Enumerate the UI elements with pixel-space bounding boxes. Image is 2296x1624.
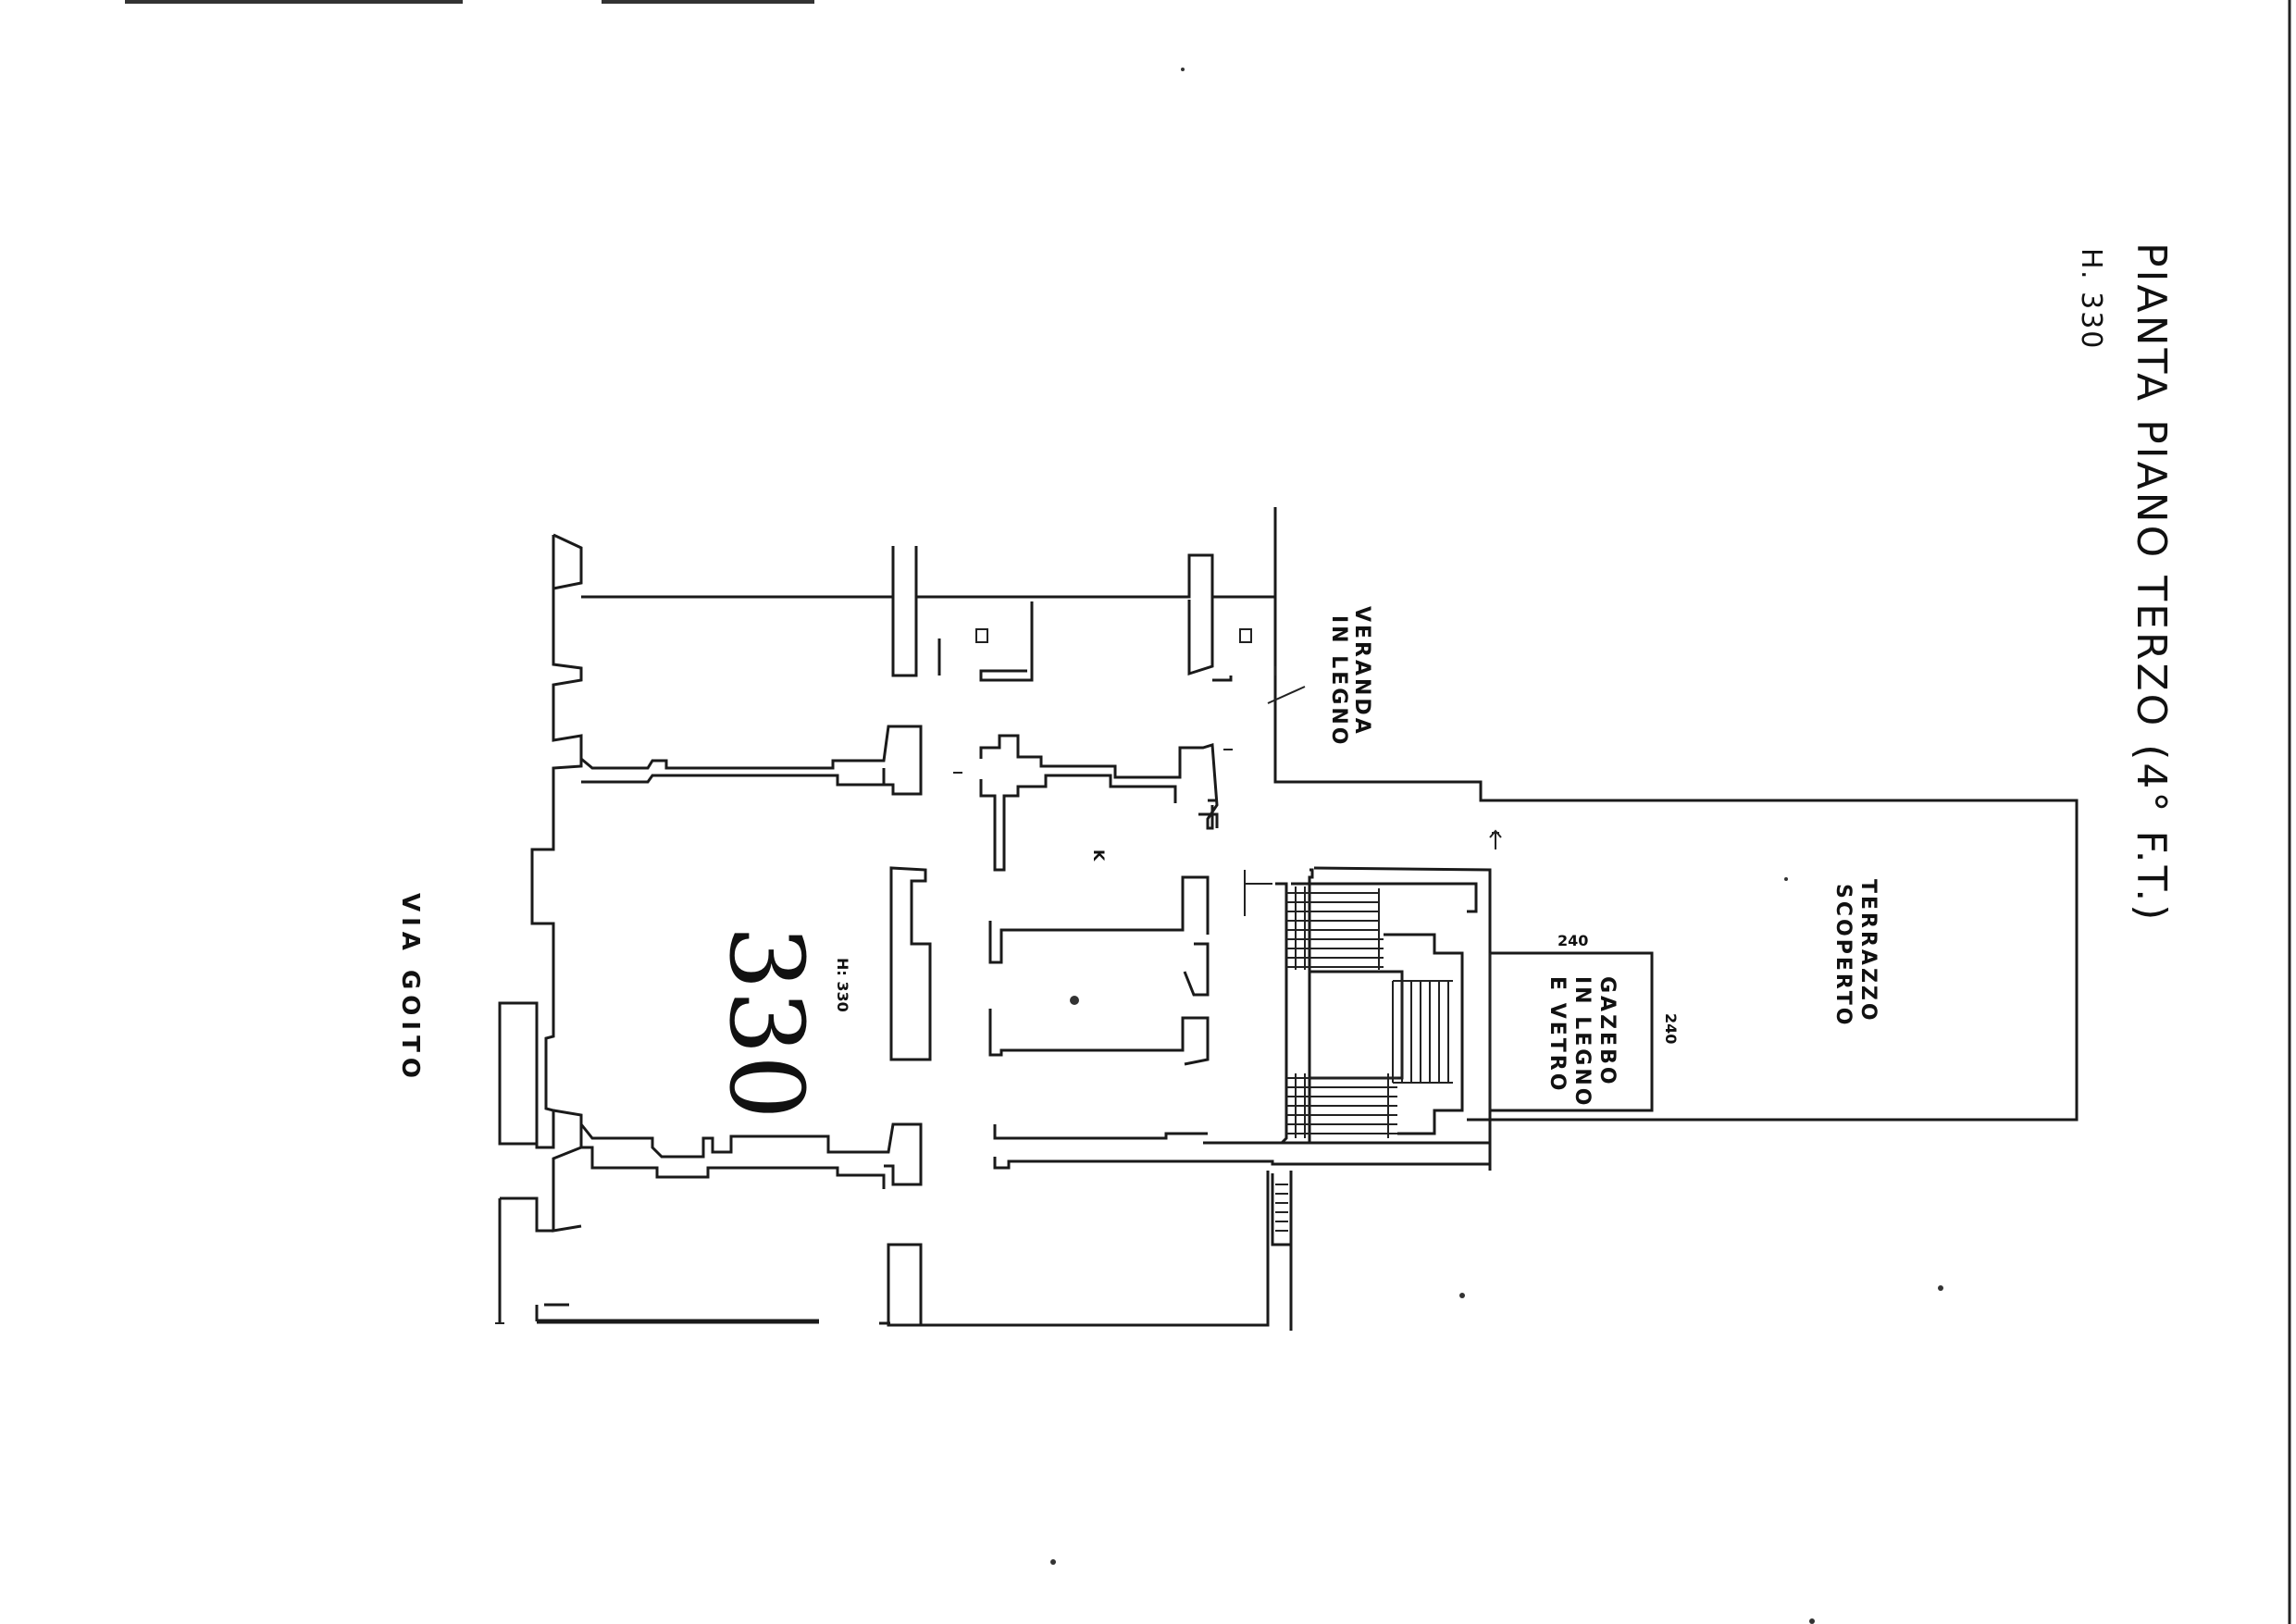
main-hall-height-note: H: 330	[834, 958, 851, 1012]
gazebo-label-line3: E VETRO	[1545, 976, 1569, 1093]
veranda-label-line1: VERANDA	[1350, 606, 1373, 737]
top-wing	[580, 507, 2079, 1122]
plan-height-note: H. 330	[2075, 248, 2107, 350]
terrace-area	[1489, 829, 1654, 1112]
plan-title: PIANTA PIANO TERZO (4° F.T.)	[2128, 242, 2175, 923]
title-block: PIANTA PIANO TERZO (4° F.T.) H. 330	[2075, 242, 2175, 923]
floor-plan	[495, 68, 2079, 1624]
main-hall-height-number: 330	[707, 925, 825, 1120]
stair-treads-lower	[1286, 1073, 1397, 1138]
bottom-wing	[495, 1171, 1293, 1331]
staircase	[1244, 866, 1492, 1246]
veranda-label: VERANDA IN LEGNO	[1327, 606, 1373, 747]
main-hall	[889, 866, 1210, 1066]
gazebo-width-dimension: 240	[1558, 932, 1588, 949]
scan-edge-marks	[125, 0, 2291, 1624]
kitchen-mark: K	[1090, 849, 1108, 862]
stair-treads-upper	[1286, 886, 1384, 970]
scan-specks	[1050, 68, 1943, 1624]
terrazzo-label-line2: SCOPERTO	[1831, 884, 1855, 1028]
terrazzo-label: TERRAZZO SCOPERTO	[1831, 879, 1880, 1028]
veranda-marker	[1223, 666, 1306, 750]
gazebo-label-line2: IN LEGNO	[1570, 976, 1594, 1108]
street-label: VIA GOITO	[396, 893, 424, 1084]
lower-corridor-wall	[579, 1122, 1492, 1189]
gazebo-label: GAZEBO IN LEGNO E VETRO	[1545, 976, 1619, 1108]
stair-treads-middle	[1392, 980, 1453, 1084]
terrazzo-label-line1: TERRAZZO	[1856, 879, 1880, 1023]
gazebo-depth-dimension: 240	[1662, 1013, 1680, 1044]
gazebo-label-line1: GAZEBO	[1595, 976, 1619, 1087]
street-facade-wall	[498, 533, 583, 1233]
veranda-label-line2: IN LEGNO	[1327, 615, 1350, 747]
service-stair	[1271, 1173, 1293, 1246]
